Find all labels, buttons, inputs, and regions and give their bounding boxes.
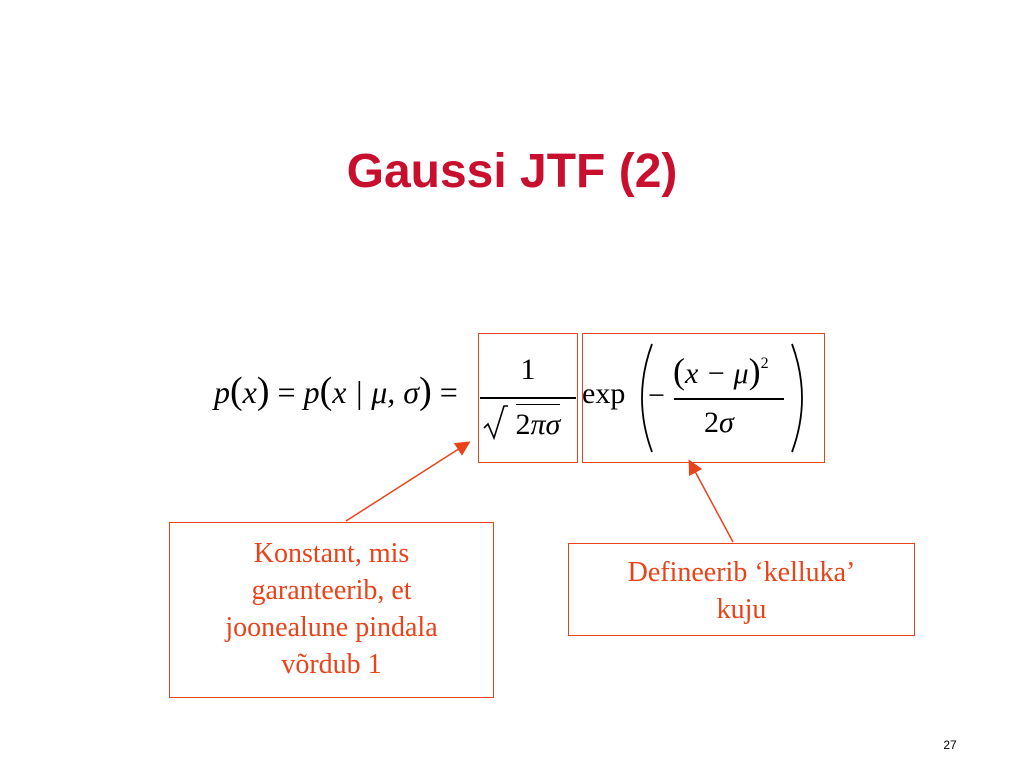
- exp-label: exp: [582, 377, 626, 410]
- formula-p: p: [214, 374, 230, 410]
- annotation-shape: Defineerib ‘kelluka’ kuju: [568, 543, 915, 636]
- annotation-line: Defineerib ‘kelluka’: [627, 557, 856, 588]
- inner-num-text: x − μ: [685, 357, 749, 390]
- fraction-denominator: 2πσ: [482, 404, 561, 445]
- annotation-line: Konstant, mis: [253, 538, 410, 569]
- formula-conditional-args: x | μ, σ: [332, 374, 420, 410]
- paren-open: (: [673, 351, 685, 391]
- paren-open: (: [319, 370, 333, 412]
- arrow-to-exponent: [688, 459, 734, 543]
- fraction-bar: [480, 397, 576, 399]
- sqrt-radicand: 2πσ: [515, 404, 561, 445]
- formula-p-conditional: p: [303, 374, 320, 410]
- annotation-line: kuju: [716, 594, 767, 625]
- big-paren-left-icon: [641, 343, 653, 453]
- den-pi: π: [530, 408, 546, 441]
- formula-x: x: [242, 374, 257, 410]
- inner-den-sigma: σ: [719, 406, 734, 439]
- paren-close: ): [256, 370, 270, 412]
- big-paren-right-icon: [791, 343, 803, 453]
- inner-den-coef: 2: [704, 406, 719, 439]
- fraction-numerator: 1: [520, 353, 536, 386]
- den-coef: 2: [515, 408, 531, 441]
- inner-denominator: 2σ: [704, 405, 734, 441]
- sqrt-icon: [482, 405, 516, 441]
- formula-lhs: p(x) = p(x | μ, σ) =: [214, 371, 458, 412]
- paren-close: ): [748, 351, 761, 391]
- equals-sign: =: [439, 374, 458, 410]
- paren-open: (: [230, 370, 243, 412]
- arrow-to-constant: [345, 441, 471, 522]
- slide-title: Gaussi JTF (2): [346, 145, 678, 198]
- equals-sign: =: [277, 374, 296, 410]
- inner-fraction-bar: [674, 398, 784, 400]
- annotation-line: garanteerib, et: [251, 575, 412, 606]
- exp-minus: −: [648, 379, 665, 412]
- annotation-line: võrdub 1: [281, 649, 382, 680]
- constant-box: [478, 333, 578, 463]
- exponent-box: [582, 333, 825, 463]
- page-number: 27: [943, 738, 957, 752]
- annotation-line: joonealune pindala: [225, 612, 438, 643]
- inner-numerator: (x − μ)2: [673, 348, 769, 394]
- inner-exponent: 2: [760, 355, 769, 372]
- paren-close: ): [419, 370, 432, 412]
- annotation-constant: Konstant, mis garanteerib, et joonealune…: [169, 522, 494, 698]
- den-sigma: σ: [545, 408, 561, 441]
